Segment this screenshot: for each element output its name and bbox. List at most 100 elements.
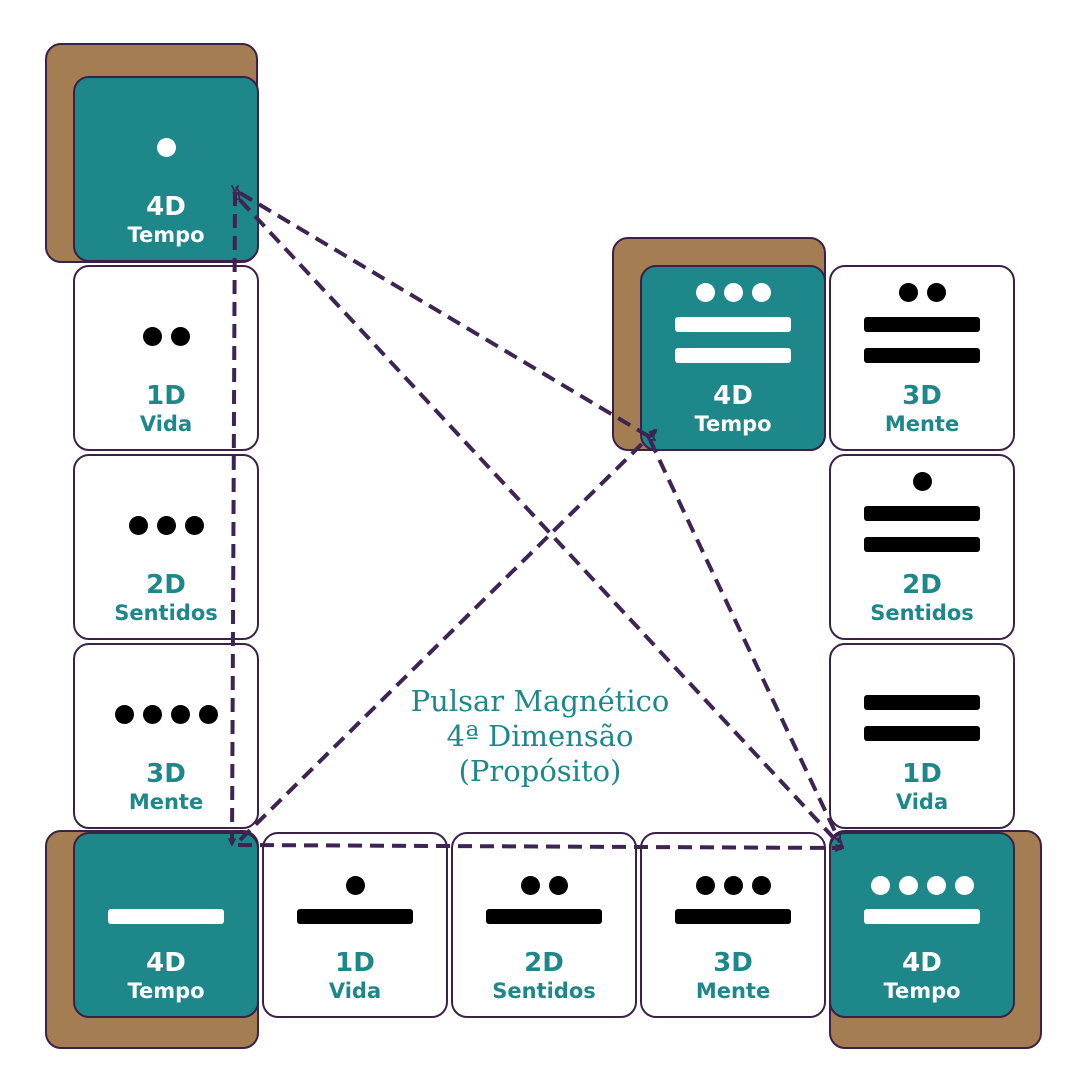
tile-label: Mente [884, 412, 960, 436]
tile-label: Tempo [127, 223, 205, 247]
dot [926, 876, 946, 895]
dot [156, 138, 176, 157]
tile-label: Vida [328, 979, 382, 1003]
dot [142, 705, 162, 724]
center-title-line2: 4ª Dimensão [446, 719, 634, 753]
bar [864, 506, 980, 521]
maya-numeral-glyph [831, 456, 1013, 564]
tile-label: Mente [695, 979, 771, 1003]
bar [297, 909, 413, 924]
bar [486, 909, 602, 924]
tile-number: 1D [902, 759, 942, 789]
dot [898, 876, 918, 895]
tile-label: Tempo [694, 412, 772, 436]
dot-row [75, 516, 257, 535]
maya-numeral-glyph [453, 834, 635, 942]
dot [156, 516, 176, 535]
tile-label: Tempo [883, 979, 961, 1003]
bar [675, 317, 791, 332]
dot [184, 516, 204, 535]
tile-number: 4D [713, 381, 753, 411]
dot [114, 705, 134, 724]
tile-number: 2D [524, 948, 564, 978]
maya-numeral-glyph [642, 267, 824, 375]
bar [864, 317, 980, 332]
bar [675, 348, 791, 363]
tile-number: 4D [146, 948, 186, 978]
dot-row [75, 705, 257, 724]
tile-number: 3D [146, 759, 186, 789]
dot [170, 327, 190, 346]
tile-label: Mente [128, 790, 204, 814]
dot-row [831, 283, 1013, 302]
dot-row [453, 876, 635, 895]
bar [864, 537, 980, 552]
tile-number: 1D [146, 381, 186, 411]
tile-label: Sentidos [492, 979, 596, 1003]
bar [864, 695, 980, 710]
tile-number: 1D [335, 948, 375, 978]
tile-number: 2D [146, 570, 186, 600]
tile-number: 3D [902, 381, 942, 411]
tile-number: 4D [146, 192, 186, 222]
maya-numeral-glyph [831, 267, 1013, 375]
center-caption: Pulsar Magnético 4ª Dimensão (Propósito) [330, 684, 750, 789]
tile-label: Sentidos [114, 601, 218, 625]
maya-numeral-glyph [75, 267, 257, 375]
dot-row [75, 327, 257, 346]
dot [926, 283, 946, 302]
dot-row [831, 472, 1013, 491]
maya-numeral-glyph [75, 456, 257, 564]
tile-number: 3D [713, 948, 753, 978]
dot [870, 876, 890, 895]
dot [695, 876, 715, 895]
dot [954, 876, 974, 895]
dot [751, 876, 771, 895]
dot [723, 283, 743, 302]
bar [864, 348, 980, 363]
dot [912, 472, 932, 491]
tile-number: 2D [902, 570, 942, 600]
maya-numeral-glyph [75, 78, 257, 186]
bar [864, 909, 980, 924]
tile-label: Vida [139, 412, 193, 436]
dot [198, 705, 218, 724]
dot-row [75, 138, 257, 157]
dot [520, 876, 540, 895]
dot [723, 876, 743, 895]
bar [864, 726, 980, 741]
dot-row [264, 876, 446, 895]
dot-row [642, 876, 824, 895]
tile-label: Sentidos [870, 601, 974, 625]
bar [108, 909, 224, 924]
dot [548, 876, 568, 895]
maya-numeral-glyph [642, 834, 824, 942]
maya-numeral-glyph [264, 834, 446, 942]
center-title-line3: (Propósito) [458, 754, 622, 788]
arrow-top-left-to-top-right [240, 193, 655, 442]
bar [675, 909, 791, 924]
dot [345, 876, 365, 895]
dot-row [831, 876, 1013, 895]
dot [142, 327, 162, 346]
maya-numeral-glyph [75, 645, 257, 753]
tile-label: Vida [895, 790, 949, 814]
dot [128, 516, 148, 535]
maya-numeral-glyph [75, 834, 257, 942]
dot [898, 283, 918, 302]
dot [695, 283, 715, 302]
dot-row [642, 283, 824, 302]
maya-numeral-glyph [831, 834, 1013, 942]
